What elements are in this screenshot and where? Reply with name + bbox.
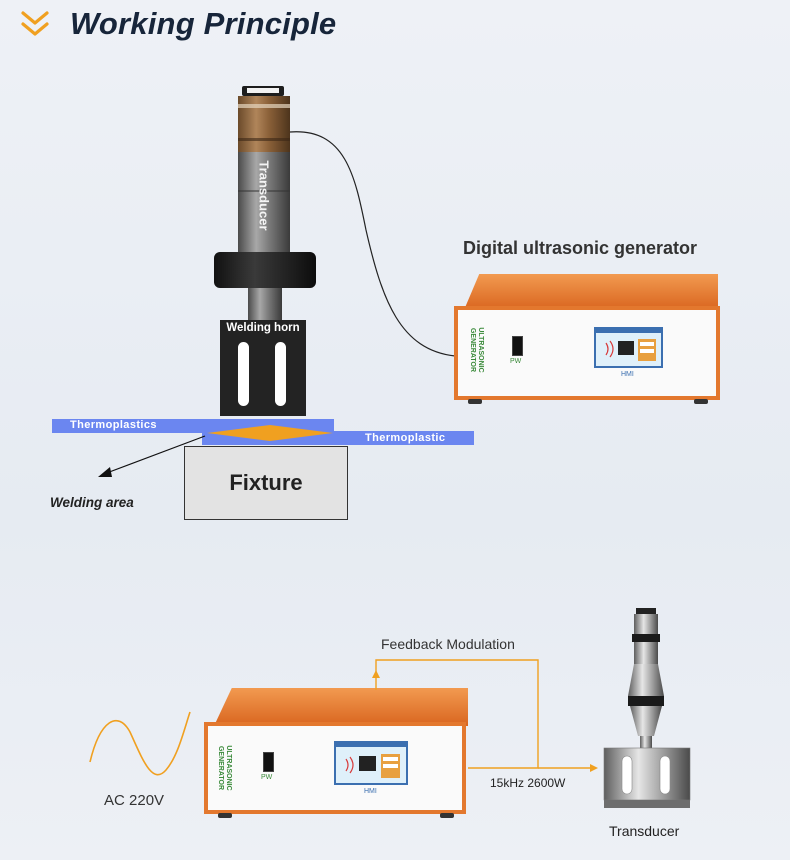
fixture-label: Fixture: [229, 470, 303, 495]
generator-front-panel: ULTRASONIC GENERATOR PW HMI: [204, 722, 466, 814]
generator-foot-right: [440, 813, 454, 818]
generator-foot-left: [468, 399, 482, 404]
hmi-display-icon: [336, 743, 406, 778]
welding-area-label: Welding area: [50, 495, 134, 510]
frequency-power-label: 15kHz 2600W: [490, 776, 566, 790]
power-switch[interactable]: [512, 336, 523, 356]
welding-horn: Welding horn: [220, 320, 306, 416]
hmi-display-icon: [596, 329, 661, 361]
power-switch[interactable]: [263, 752, 274, 772]
chevron-down-icon: [21, 11, 49, 36]
ac-sine-wave-icon: [89, 711, 191, 776]
hmi-screen[interactable]: [594, 327, 663, 368]
feedback-modulation-label: Feedback Modulation: [381, 636, 515, 652]
horn-label: Welding horn: [226, 322, 300, 334]
hmi-label: HMI: [621, 371, 634, 378]
generator-foot-left: [218, 813, 232, 818]
ac-label: AC 220V: [104, 792, 165, 809]
generator-front-panel: ULTRASONIC GENERATOR PW HMI: [454, 306, 720, 400]
generator-foot-right: [694, 399, 708, 404]
page-title: Working Principle: [70, 6, 337, 41]
hmi-screen[interactable]: [334, 741, 408, 785]
generator-title: Digital ultrasonic generator: [463, 238, 698, 258]
fixture: Fixture: [184, 446, 348, 520]
power-label: PW: [510, 358, 522, 365]
horn-slot-right: [275, 342, 286, 406]
generator-top-panel: [214, 688, 468, 726]
weld-zone-marker: [207, 425, 333, 441]
transducer-stack: [603, 608, 691, 808]
transducer-caption: Transducer: [609, 823, 680, 839]
ultrasonic-generator-bottom: ULTRASONIC GENERATOR PW HMI: [200, 688, 470, 818]
transducer-assembly: [214, 86, 316, 320]
ultrasonic-generator-top: ULTRASONIC GENERATOR PW HMI: [450, 274, 722, 404]
hmi-label: HMI: [364, 788, 377, 795]
horn-slot-left: [238, 342, 249, 406]
generator-top-panel: [464, 274, 718, 310]
power-label: PW: [261, 774, 273, 781]
